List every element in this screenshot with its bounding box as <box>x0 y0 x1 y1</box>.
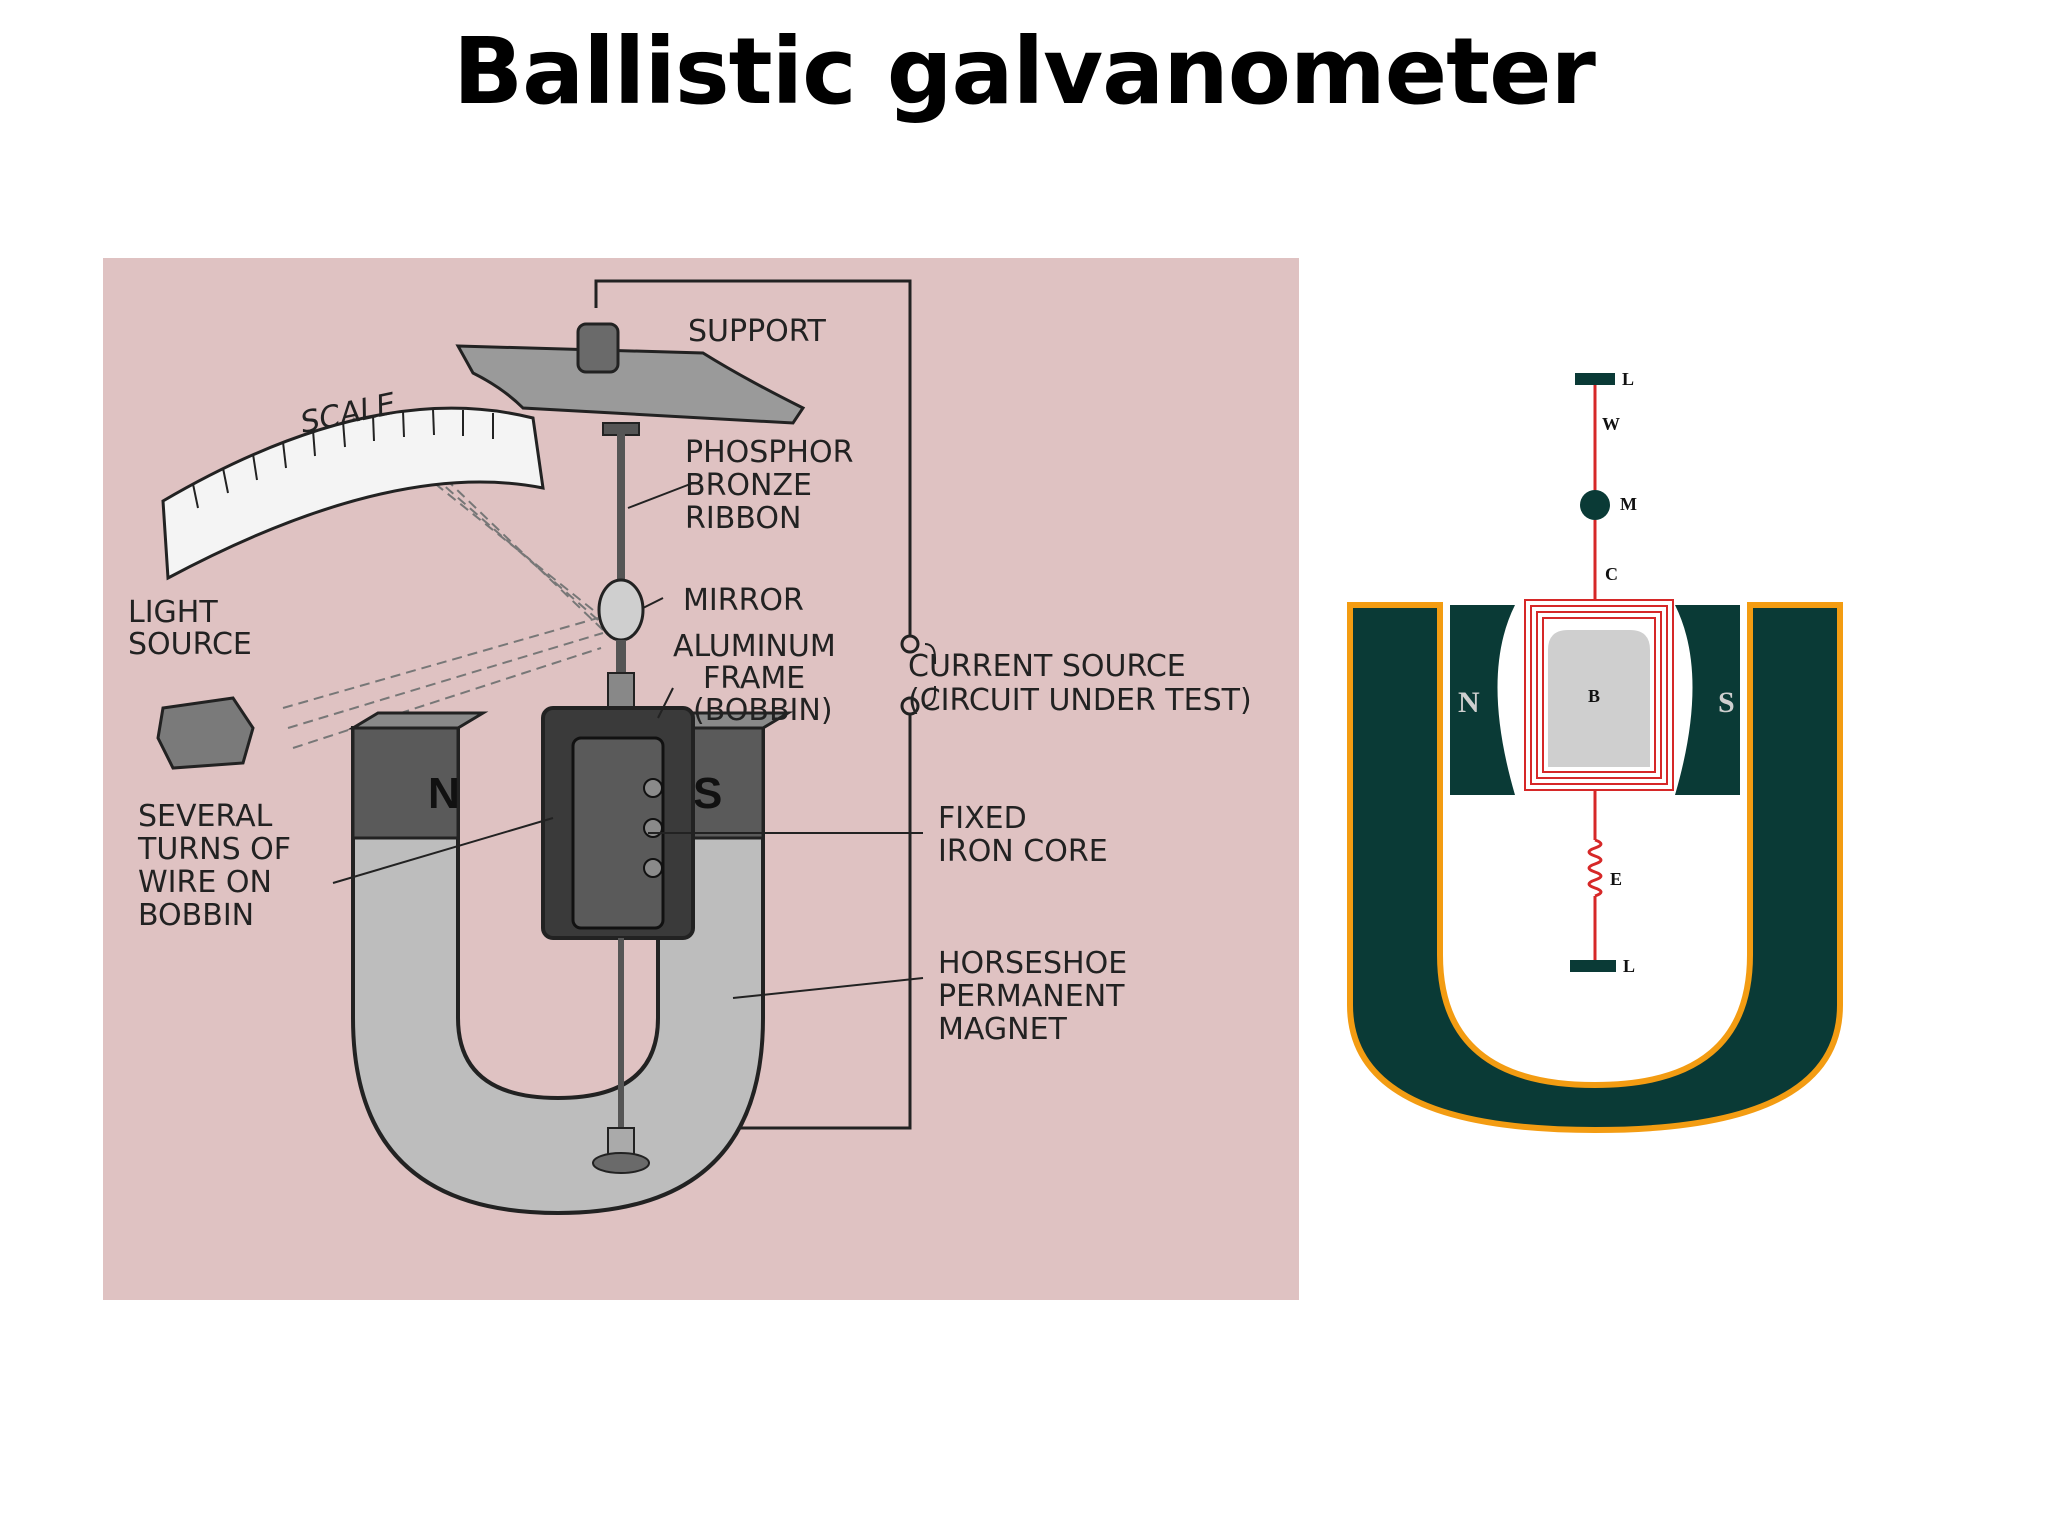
label-core-2: IRON CORE <box>938 834 1108 869</box>
schematic-pole-s <box>1675 605 1740 795</box>
schematic-pole-n <box>1450 605 1515 795</box>
bottom-l-bar <box>1570 960 1616 972</box>
label-phosphor-3: RIBBON <box>685 501 801 536</box>
b-label: B <box>1588 686 1600 706</box>
support-clamp <box>576 322 620 374</box>
bottom-l-label: L <box>1623 956 1635 976</box>
terminal-bottom <box>900 696 920 716</box>
scale-ticks <box>192 408 494 509</box>
schematic-s-label: S <box>1718 686 1735 719</box>
slide-title: Ballistic galvanometer <box>453 18 1596 125</box>
coil-outer <box>1524 599 1674 791</box>
label-turns-2: TURNS OF <box>137 832 291 867</box>
galvanometer-schematic: N S L W M C B E L <box>1347 369 1843 1134</box>
schematic-n-label: N <box>1458 686 1480 719</box>
mirror <box>597 578 645 642</box>
schematic-magnet <box>1347 602 1843 1134</box>
label-horse-2: PERMANENT <box>938 979 1125 1014</box>
label-current-1: CURRENT SOURCE <box>908 649 1186 684</box>
label-turns-3: WIRE ON <box>138 865 272 900</box>
label-mirror: MIRROR <box>683 583 804 618</box>
label-light-1: LIGHT <box>128 595 218 630</box>
label-alum-2: FRAME <box>703 661 805 696</box>
label-core-1: FIXED <box>938 801 1027 836</box>
pole-s-label: S <box>693 769 722 818</box>
leader-lines <box>332 482 924 999</box>
e-label: E <box>1610 869 1622 889</box>
magnet-pole-n <box>351 726 460 840</box>
magnet-pole-n-face <box>347 711 489 730</box>
c-label: C <box>1605 564 1618 584</box>
galvanometer-illustration: SCALE N S SUPPORT PHOSPHOR BRONZE RIBBON… <box>103 258 1299 1300</box>
pole-n-label: N <box>428 769 460 818</box>
terminal-top <box>900 634 920 654</box>
scale-arc <box>161 406 545 581</box>
top-l-bar <box>1575 373 1615 385</box>
label-turns-1: SEVERAL <box>138 799 273 834</box>
terminal-brace <box>924 643 936 707</box>
label-horse-3: MAGNET <box>938 1012 1068 1047</box>
label-alum-1: ALUMINUM <box>673 629 836 664</box>
label-turns-4: BOBBIN <box>138 898 254 933</box>
m-label: M <box>1620 494 1637 514</box>
label-light-2: SOURCE <box>128 627 252 662</box>
top-l-label: L <box>1622 369 1634 389</box>
light-source <box>156 696 255 770</box>
label-current-2: (CIRCUIT UNDER TEST) <box>908 683 1252 718</box>
label-phosphor-1: PHOSPHOR <box>685 435 853 470</box>
core-b <box>1548 630 1650 767</box>
label-horse-1: HORSESHOE <box>938 946 1127 981</box>
support-plate <box>455 344 806 425</box>
mirror-m <box>1580 490 1610 520</box>
spring-e <box>1587 838 1603 898</box>
label-support: SUPPORT <box>688 314 826 349</box>
w-label: W <box>1602 414 1620 434</box>
label-phosphor-2: BRONZE <box>685 468 812 503</box>
label-alum-3: (BOBBIN) <box>693 693 833 728</box>
